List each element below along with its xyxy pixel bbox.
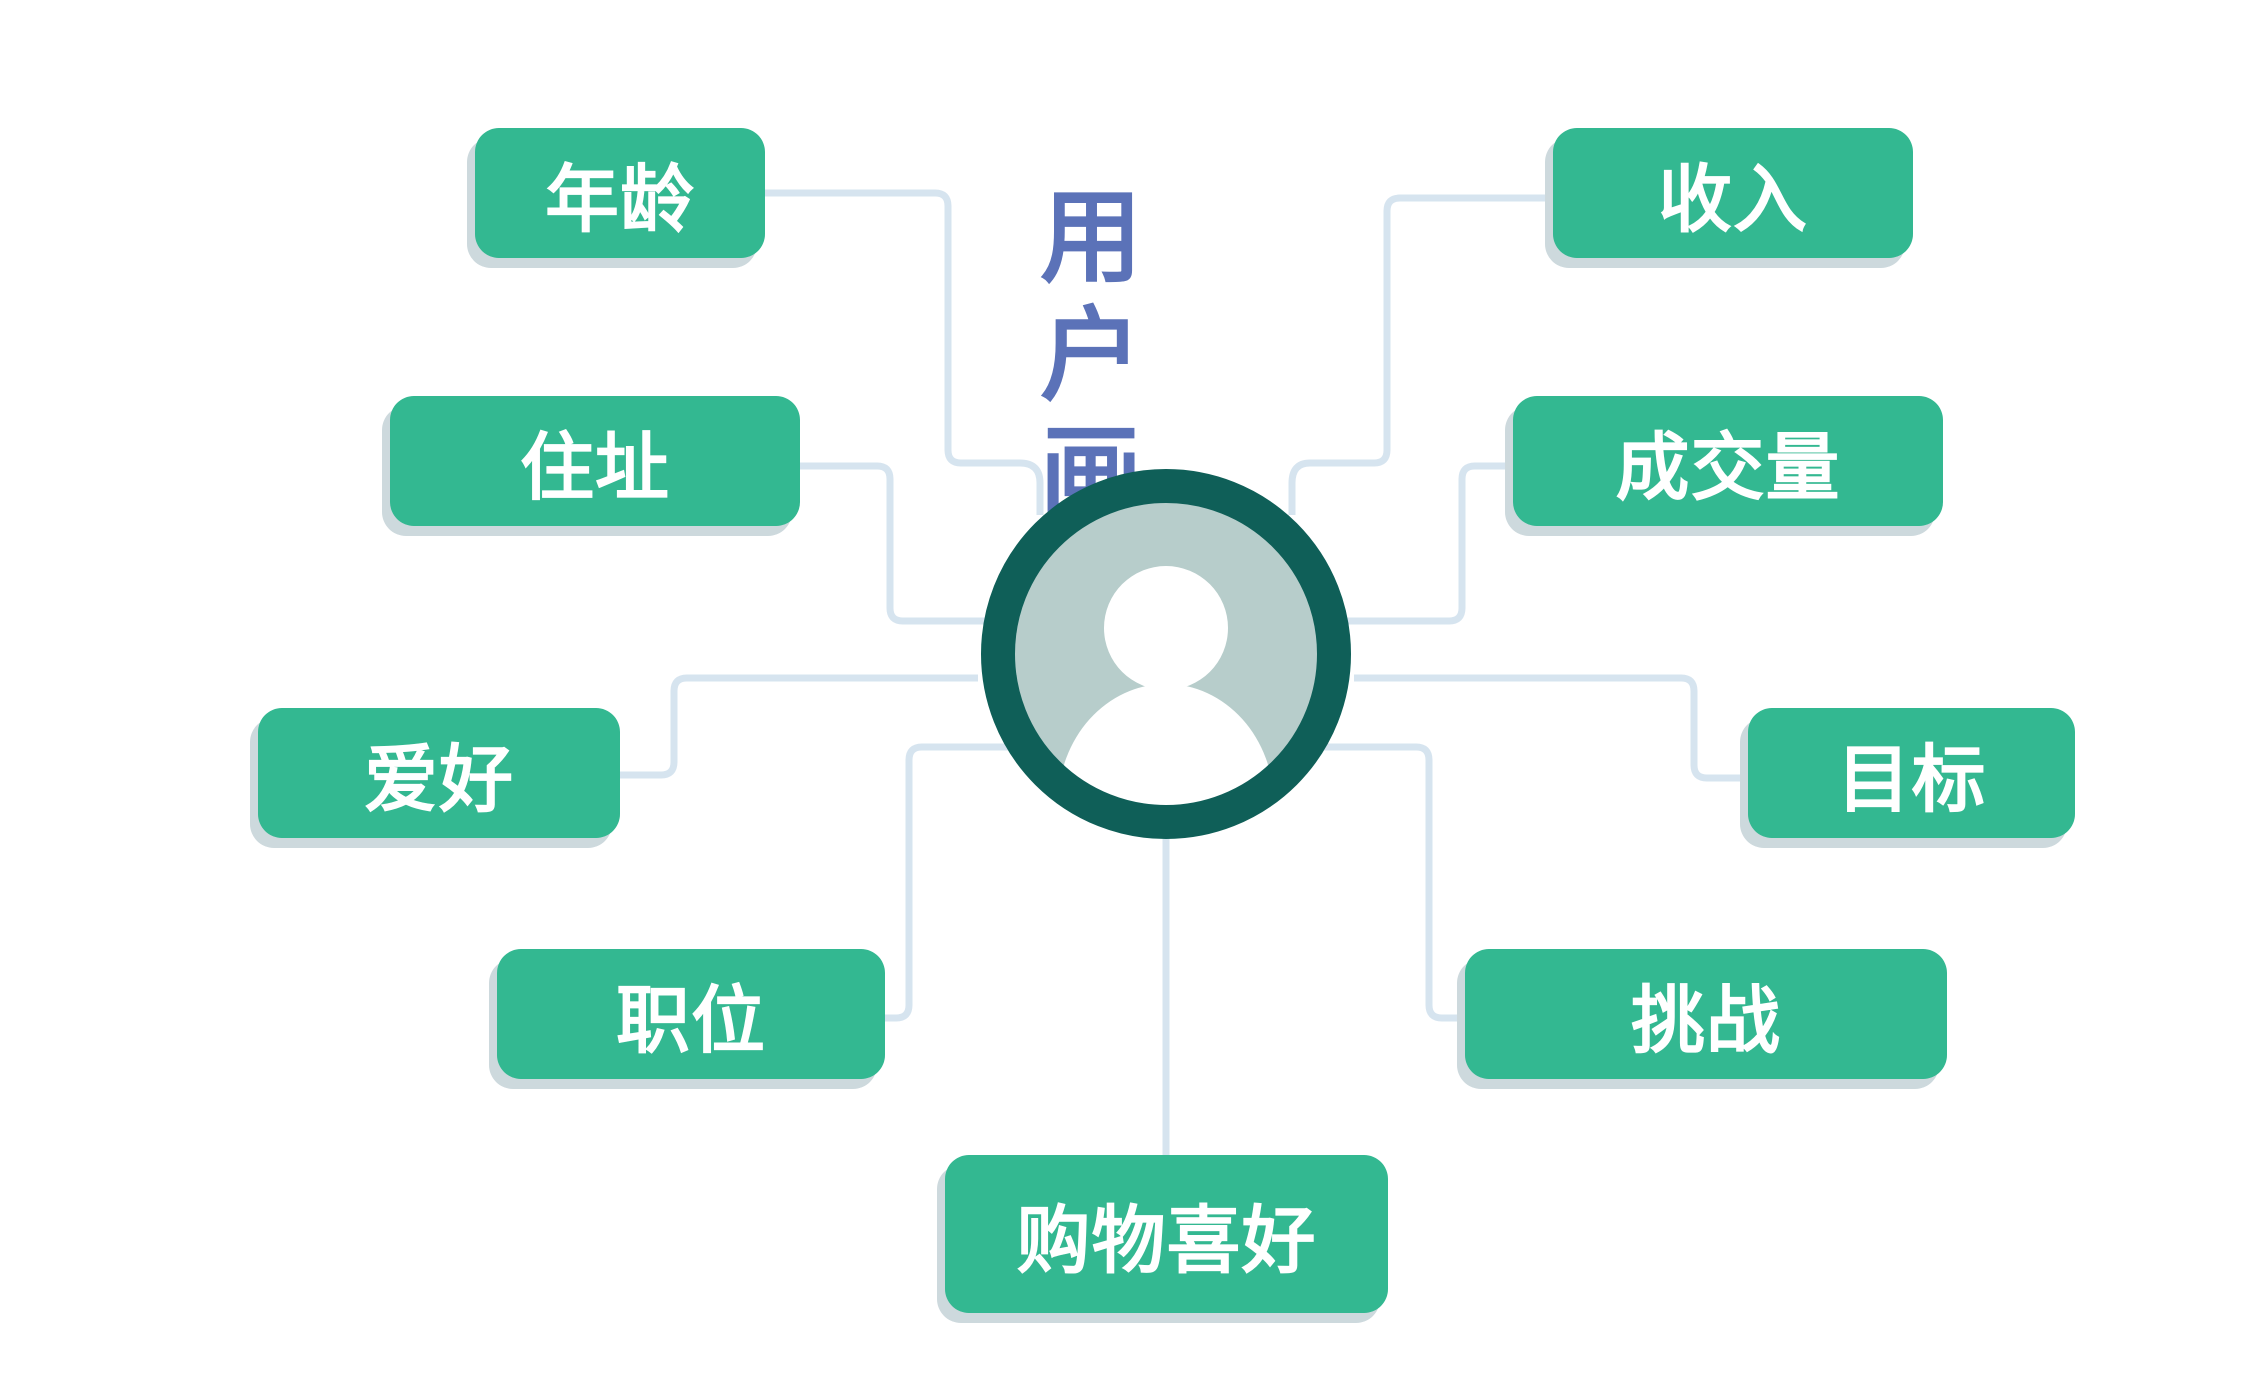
connector-goal <box>1354 674 1748 782</box>
connector-challenge <box>1318 743 1465 1022</box>
connector-hobby <box>620 674 978 779</box>
node-income: 收入 <box>1553 128 1913 258</box>
node-goal: 目标 <box>1748 708 2075 838</box>
node-address: 住址 <box>390 396 800 526</box>
user-avatar-icon <box>981 469 1351 839</box>
node-position: 职位 <box>497 949 885 1079</box>
title-line-1: 用 户 <box>1040 179 1164 416</box>
connector-position <box>885 743 1015 1022</box>
avatar-ring <box>981 469 1351 839</box>
node-age: 年龄 <box>475 128 765 258</box>
connector-address <box>800 462 1002 625</box>
node-hobby: 爱好 <box>258 708 620 838</box>
node-volume: 成交量 <box>1513 396 1943 526</box>
person-silhouette <box>1058 566 1274 806</box>
connector-income <box>1288 194 1553 515</box>
connector-volume <box>1347 462 1513 625</box>
connector-age <box>765 189 1044 515</box>
node-shopping-preference: 购物喜好 <box>945 1155 1388 1313</box>
node-challenge: 挑战 <box>1465 949 1947 1079</box>
